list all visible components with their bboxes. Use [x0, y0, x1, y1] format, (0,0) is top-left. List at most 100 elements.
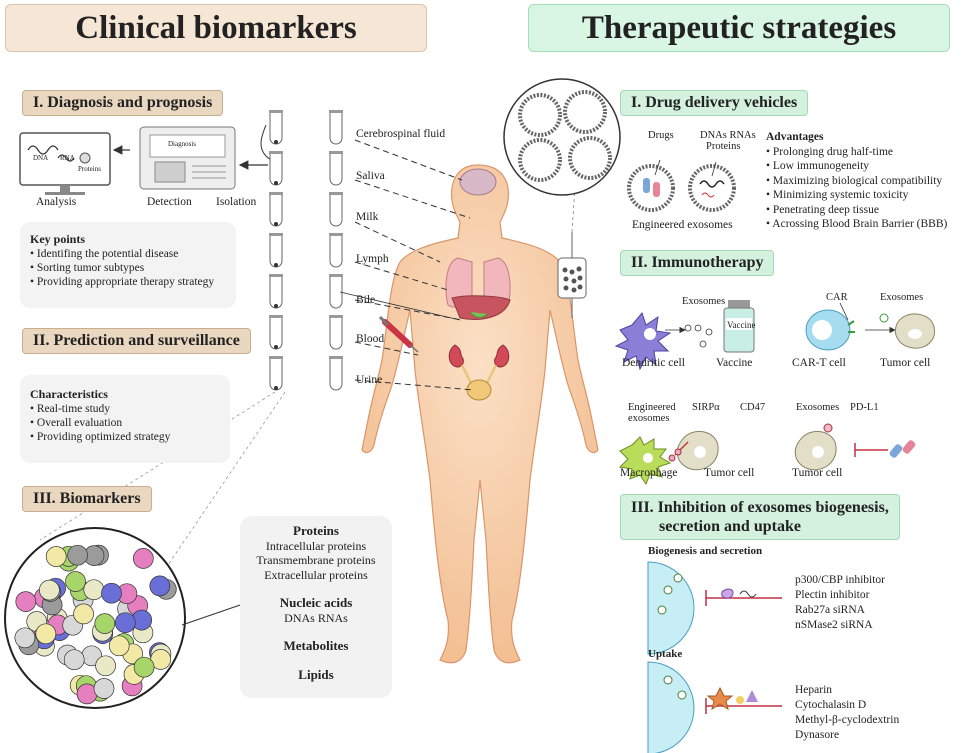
biomarker-bead	[83, 579, 105, 601]
exosome-icon	[518, 93, 562, 137]
nucleic-item: DNAs RNAs	[284, 610, 348, 625]
macrophage-label: Macrophage	[620, 467, 678, 479]
biomarker-bead	[108, 635, 130, 657]
biomarker-bead	[132, 548, 154, 569]
prediction-surveillance-heading: II. Prediction and surveillance	[22, 328, 251, 354]
test-tube-icon	[269, 356, 283, 391]
metabolites-heading: Metabolites	[283, 638, 349, 653]
protein-item: Transmembrane proteins	[256, 553, 376, 567]
clinical-biomarkers-banner: Clinical biomarkers	[5, 4, 427, 52]
test-tube-icon	[269, 315, 283, 350]
biomarker-bead	[14, 627, 36, 649]
biomarker-bead	[93, 678, 115, 699]
nucleic-acids-heading: Nucleic acids	[279, 595, 353, 610]
advantage-item: Prolonging drug half-time	[766, 145, 947, 160]
engineered-exosome-drugs	[627, 159, 675, 212]
biogenesis-item: nSMase2 siRNA	[795, 619, 873, 631]
fluid-label-blood: Blood	[356, 333, 385, 345]
biomarker-bead	[35, 623, 57, 645]
drugs-label: Drugs	[648, 130, 674, 141]
biomarker-bead	[63, 649, 85, 671]
protein-item: Intracellular proteins	[265, 538, 367, 553]
fluid-label-lymph: Lymph	[356, 253, 389, 265]
fluid-label-bile: Bile	[356, 294, 376, 306]
car-label: CAR	[826, 292, 848, 303]
advantages-title: Advantages	[766, 131, 824, 143]
screen-proteins-label: Proteins	[78, 165, 101, 173]
human-body-figure	[361, 164, 599, 664]
characteristic-item: Providing optimized strategy	[30, 430, 220, 444]
exosomes-label-2: Exosomes	[880, 292, 924, 303]
biogenesis-cell-icon	[647, 561, 695, 655]
biomarker-bead	[95, 655, 116, 677]
biomarker-bead	[15, 591, 37, 612]
characteristic-item: Real-time study	[30, 402, 220, 416]
biogenesis-list: p300/CBP inhibitor Plectin inhibitor Rab…	[795, 573, 885, 633]
uptake-item: Heparin	[795, 684, 833, 696]
car-t-cell-icon	[805, 309, 855, 351]
test-tube-icon	[329, 233, 343, 268]
test-tube-icon	[269, 192, 283, 227]
screen-rna-label: RNA	[60, 154, 75, 162]
uptake-list: Heparin Cytochalasin D Methyl-β-cyclodex…	[795, 683, 899, 743]
test-tube-icon	[329, 356, 343, 391]
key-points-box: Key points Identifing the potential dise…	[20, 222, 236, 308]
proteins-heading: Proteins	[293, 523, 339, 538]
test-tube-icon	[329, 274, 343, 309]
sirpa-label: SIRPα	[692, 402, 720, 413]
key-point-item: Providing appropriate therapy strategy	[30, 275, 226, 289]
test-tube-icon	[269, 274, 283, 309]
protein-item: Extracellular proteins	[264, 567, 368, 582]
test-tube-icon	[329, 192, 343, 227]
exosomes-label-4: exosomes	[628, 413, 670, 424]
biomarker-bead	[65, 571, 86, 592]
uptake-item: Dynasore	[795, 729, 840, 741]
biomarker-bead	[149, 575, 171, 597]
inhibition-heading: III. Inhibition of exosomes biogenesis, …	[620, 494, 900, 540]
tumor-cell-label-2: Tumor cell	[704, 467, 755, 479]
proteins-label: Proteins	[706, 141, 741, 152]
macrophage-icon	[618, 436, 672, 486]
analysis-label: Analysis	[36, 196, 77, 208]
exosome-icon	[518, 138, 562, 182]
syringe-icon	[378, 315, 419, 353]
biomarker-bead	[67, 544, 88, 566]
uptake-item: Cytochalasin D	[795, 699, 867, 711]
tumor-cell-icon-3	[794, 423, 837, 471]
advantage-item: Low immunogeneity	[766, 159, 947, 174]
biogenesis-title: Biogenesis and secretion	[648, 545, 763, 557]
biogenesis-item: Plectin inhibitor	[795, 589, 870, 601]
exosomes-label-3: Exosomes	[796, 402, 840, 413]
dendritic-cell-icon	[614, 311, 672, 371]
iv-bag-icon	[557, 232, 587, 318]
test-tube-icon	[329, 151, 343, 186]
biomarkers-heading: III. Biomarkers	[22, 486, 152, 512]
vaccine-vial-icon	[723, 300, 755, 353]
fluid-label-saliva: Saliva	[356, 170, 385, 182]
inhibition-heading-line2: secretion and uptake	[659, 518, 801, 535]
biogenesis-item: Rab27a siRNA	[795, 604, 865, 616]
characteristics-box: Characteristics Real-time study Overall …	[20, 375, 230, 463]
pd-l1-label: PD-L1	[850, 402, 879, 413]
diagnosis-prognosis-heading: I. Diagnosis and prognosis	[22, 90, 224, 116]
key-point-item: Sorting tumor subtypes	[30, 261, 226, 275]
advantage-item: Minimizing systemic toxicity	[766, 188, 947, 203]
key-point-item: Identifing the potential disease	[30, 247, 226, 261]
biomarker-bead	[94, 613, 116, 634]
exosome-icon	[568, 136, 612, 180]
cd47-label: CD47	[740, 402, 766, 413]
exosomes-label-1: Exosomes	[682, 296, 726, 307]
tumor-cell-label-3: Tumor cell	[792, 467, 843, 479]
fluid-label-cerebrospinal: Cerebrospinal fluid	[356, 128, 446, 140]
vaccine-label: Vaccine	[716, 357, 753, 369]
advantage-item: Maximizing biological compatibility	[766, 174, 947, 189]
screen-dna-label: DNA	[33, 154, 49, 162]
test-tube-icon	[269, 151, 283, 186]
drug-delivery-heading: I. Drug delivery vehicles	[620, 90, 809, 116]
biomarker-bead	[45, 546, 67, 567]
characteristics-title: Characteristics	[30, 387, 108, 401]
analysis-monitor-icon	[19, 132, 111, 195]
engineered-exosomes-label: Engineered exosomes	[632, 219, 733, 231]
fluid-label-urine: Urine	[356, 374, 383, 386]
advantage-item: Acrossing Blood Brain Barrier (BBB)	[766, 217, 947, 232]
